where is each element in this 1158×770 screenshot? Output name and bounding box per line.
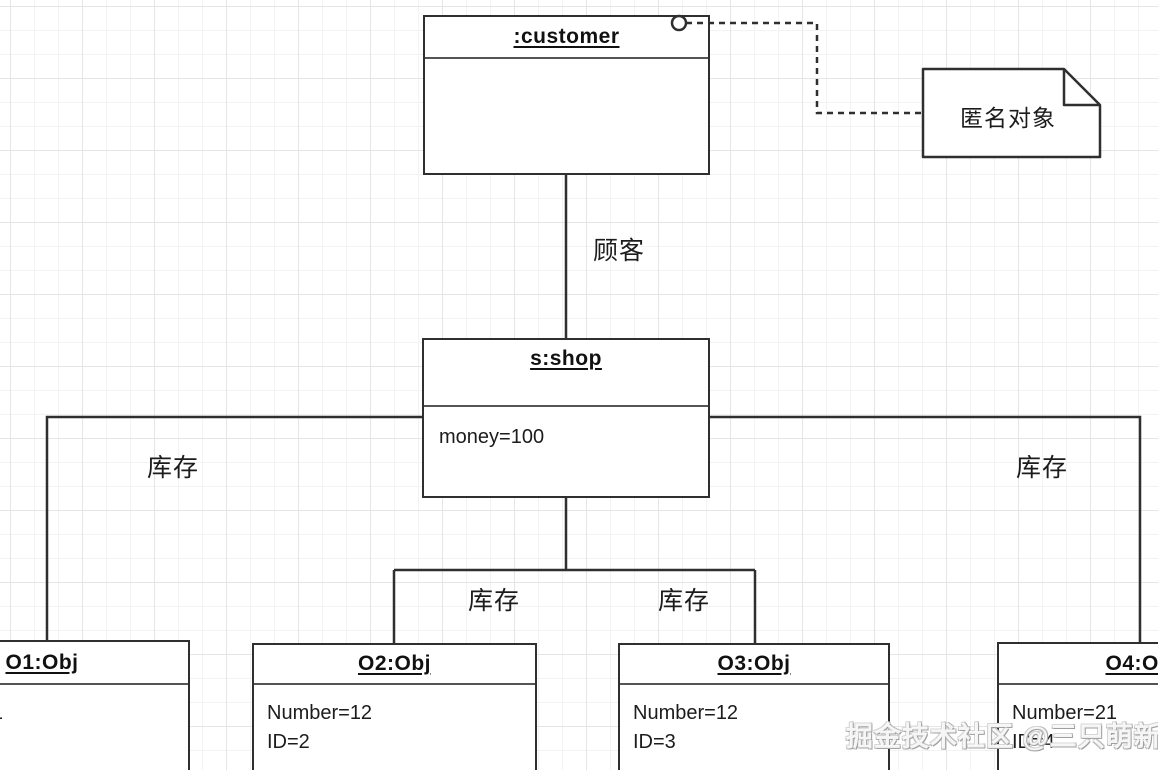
attribute-id: ID=3 [633, 731, 676, 753]
edge-label-customer: 顾客 [593, 237, 646, 265]
object-body-o4: Number=21 ID=4 [999, 685, 1158, 757]
attribute-number: Number=1 [0, 699, 182, 728]
link-shop-o4 [710, 415, 1142, 646]
attribute-number: Number=12 [267, 702, 373, 724]
object-title-shop: s:shop [530, 347, 602, 370]
object-header-o2: O2:Obj [254, 645, 535, 685]
object-title-o4: O4:Obj [1105, 651, 1158, 675]
link-shop-o1 [45, 415, 422, 644]
attribute-id: ID=4 [1012, 731, 1055, 753]
attribute-money: money=100 [439, 426, 545, 448]
object-header-customer: :customer [425, 17, 708, 59]
object-box-shop: s:shop money=100 [422, 338, 710, 498]
object-title-o1: O1:Obj [5, 650, 79, 674]
object-box-o2: O2:Obj Number=12 ID=2 [252, 643, 537, 770]
object-title-customer: :customer [513, 25, 620, 48]
object-box-o1: O1:Obj Number=1 ID=1 [0, 640, 190, 770]
attribute-id: ID=1 [0, 728, 182, 757]
object-body-shop: money=100 [424, 407, 708, 452]
attribute-id: ID=2 [267, 731, 310, 753]
object-header-shop: s:shop [424, 340, 708, 407]
object-box-o4: O4:Obj Number=21 ID=4 [997, 642, 1158, 770]
object-body-o1: Number=1 ID=1 [0, 685, 188, 757]
object-body-o2: Number=12 ID=2 [254, 685, 535, 757]
object-header-o3: O3:Obj [620, 645, 888, 685]
object-body-customer [425, 59, 708, 73]
object-box-customer: :customer [423, 15, 710, 175]
object-title-o2: O2:Obj [357, 652, 431, 675]
note-dashed-link [686, 21, 921, 115]
attribute-number: Number=21 [1012, 702, 1118, 724]
edge-label-inventory-mid-left: 库存 [468, 587, 521, 615]
object-header-o4: O4:Obj [999, 644, 1158, 685]
edge-label-inventory-left: 库存 [147, 454, 200, 482]
object-title-o3: O3:Obj [717, 652, 791, 675]
note-text: 匿名对象 [960, 105, 1056, 131]
watermark: 掘金技术社区 @三只萌新 [846, 722, 1158, 752]
attribute-number: Number=12 [633, 702, 739, 724]
edge-label-inventory-right: 库存 [1016, 454, 1069, 482]
object-body-o3: Number=12 ID=3 [620, 685, 888, 757]
edge-label-inventory-mid-right: 库存 [658, 587, 711, 615]
object-header-o1: O1:Obj [0, 642, 188, 685]
